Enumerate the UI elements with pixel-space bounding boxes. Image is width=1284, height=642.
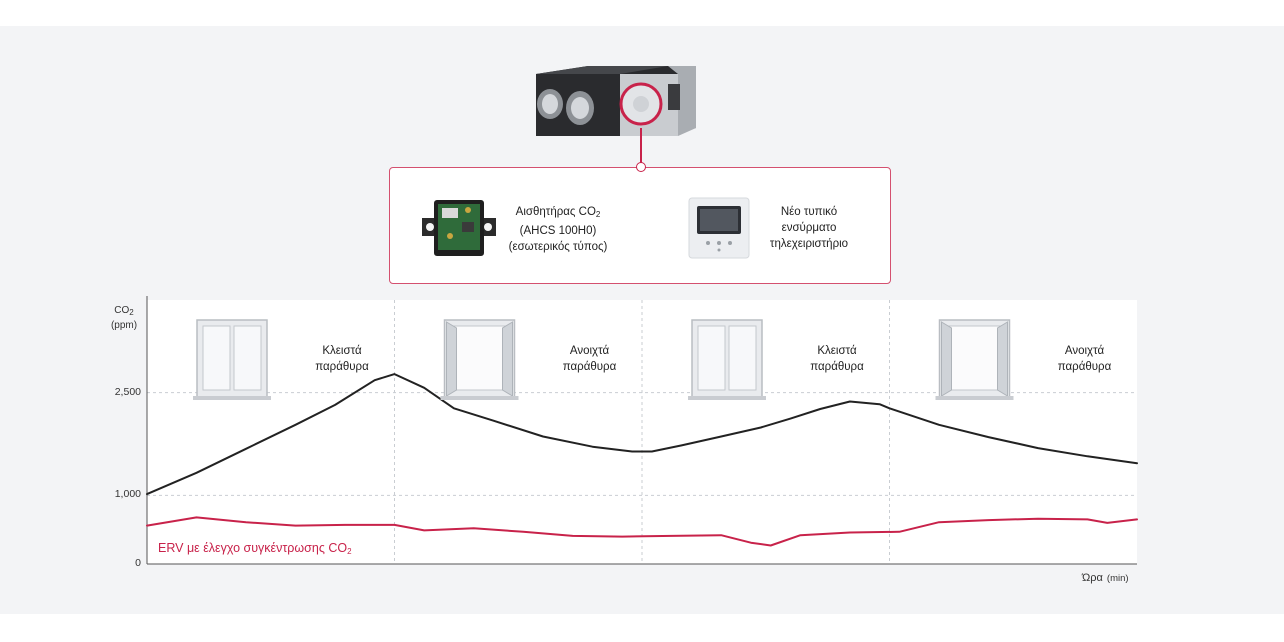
top-band bbox=[0, 0, 1284, 26]
erv-unit-image bbox=[536, 66, 696, 136]
y-tick-label: 2,500 bbox=[114, 385, 141, 398]
co2-series-black bbox=[146, 373, 1138, 496]
accessory-panel: Αισθητήρας CO2 (AHCS 100H0) (εσωτερικός … bbox=[389, 167, 891, 284]
callout-connector bbox=[640, 128, 642, 168]
wired-remote-image bbox=[688, 197, 750, 259]
co2-sensor-image bbox=[422, 200, 496, 256]
y-tick-label: 1,000 bbox=[114, 488, 141, 501]
co2-sensor-label: Αισθητήρας CO2 (AHCS 100H0) (εσωτερικός … bbox=[508, 206, 608, 253]
x-axis-title: Ώρα(min) bbox=[1082, 572, 1129, 584]
closed-window-icon bbox=[688, 319, 766, 400]
erv-series-label: ERV με έλεγχο συγκέντρωσης CO2 bbox=[158, 541, 352, 556]
co2-series-erv bbox=[146, 516, 1138, 547]
callout-dot bbox=[636, 162, 646, 172]
open-window-icon bbox=[935, 319, 1014, 400]
closed-window-icon bbox=[193, 319, 271, 400]
open-window-icon bbox=[440, 319, 519, 400]
bottom-band bbox=[0, 614, 1284, 642]
wired-remote-label: Νέο τυπικό ενσύρματο τηλεχειριστήριο bbox=[769, 206, 849, 250]
y-tick-label: 0 bbox=[135, 557, 141, 569]
y-axis-title: CO2 (ppm) bbox=[110, 305, 138, 331]
